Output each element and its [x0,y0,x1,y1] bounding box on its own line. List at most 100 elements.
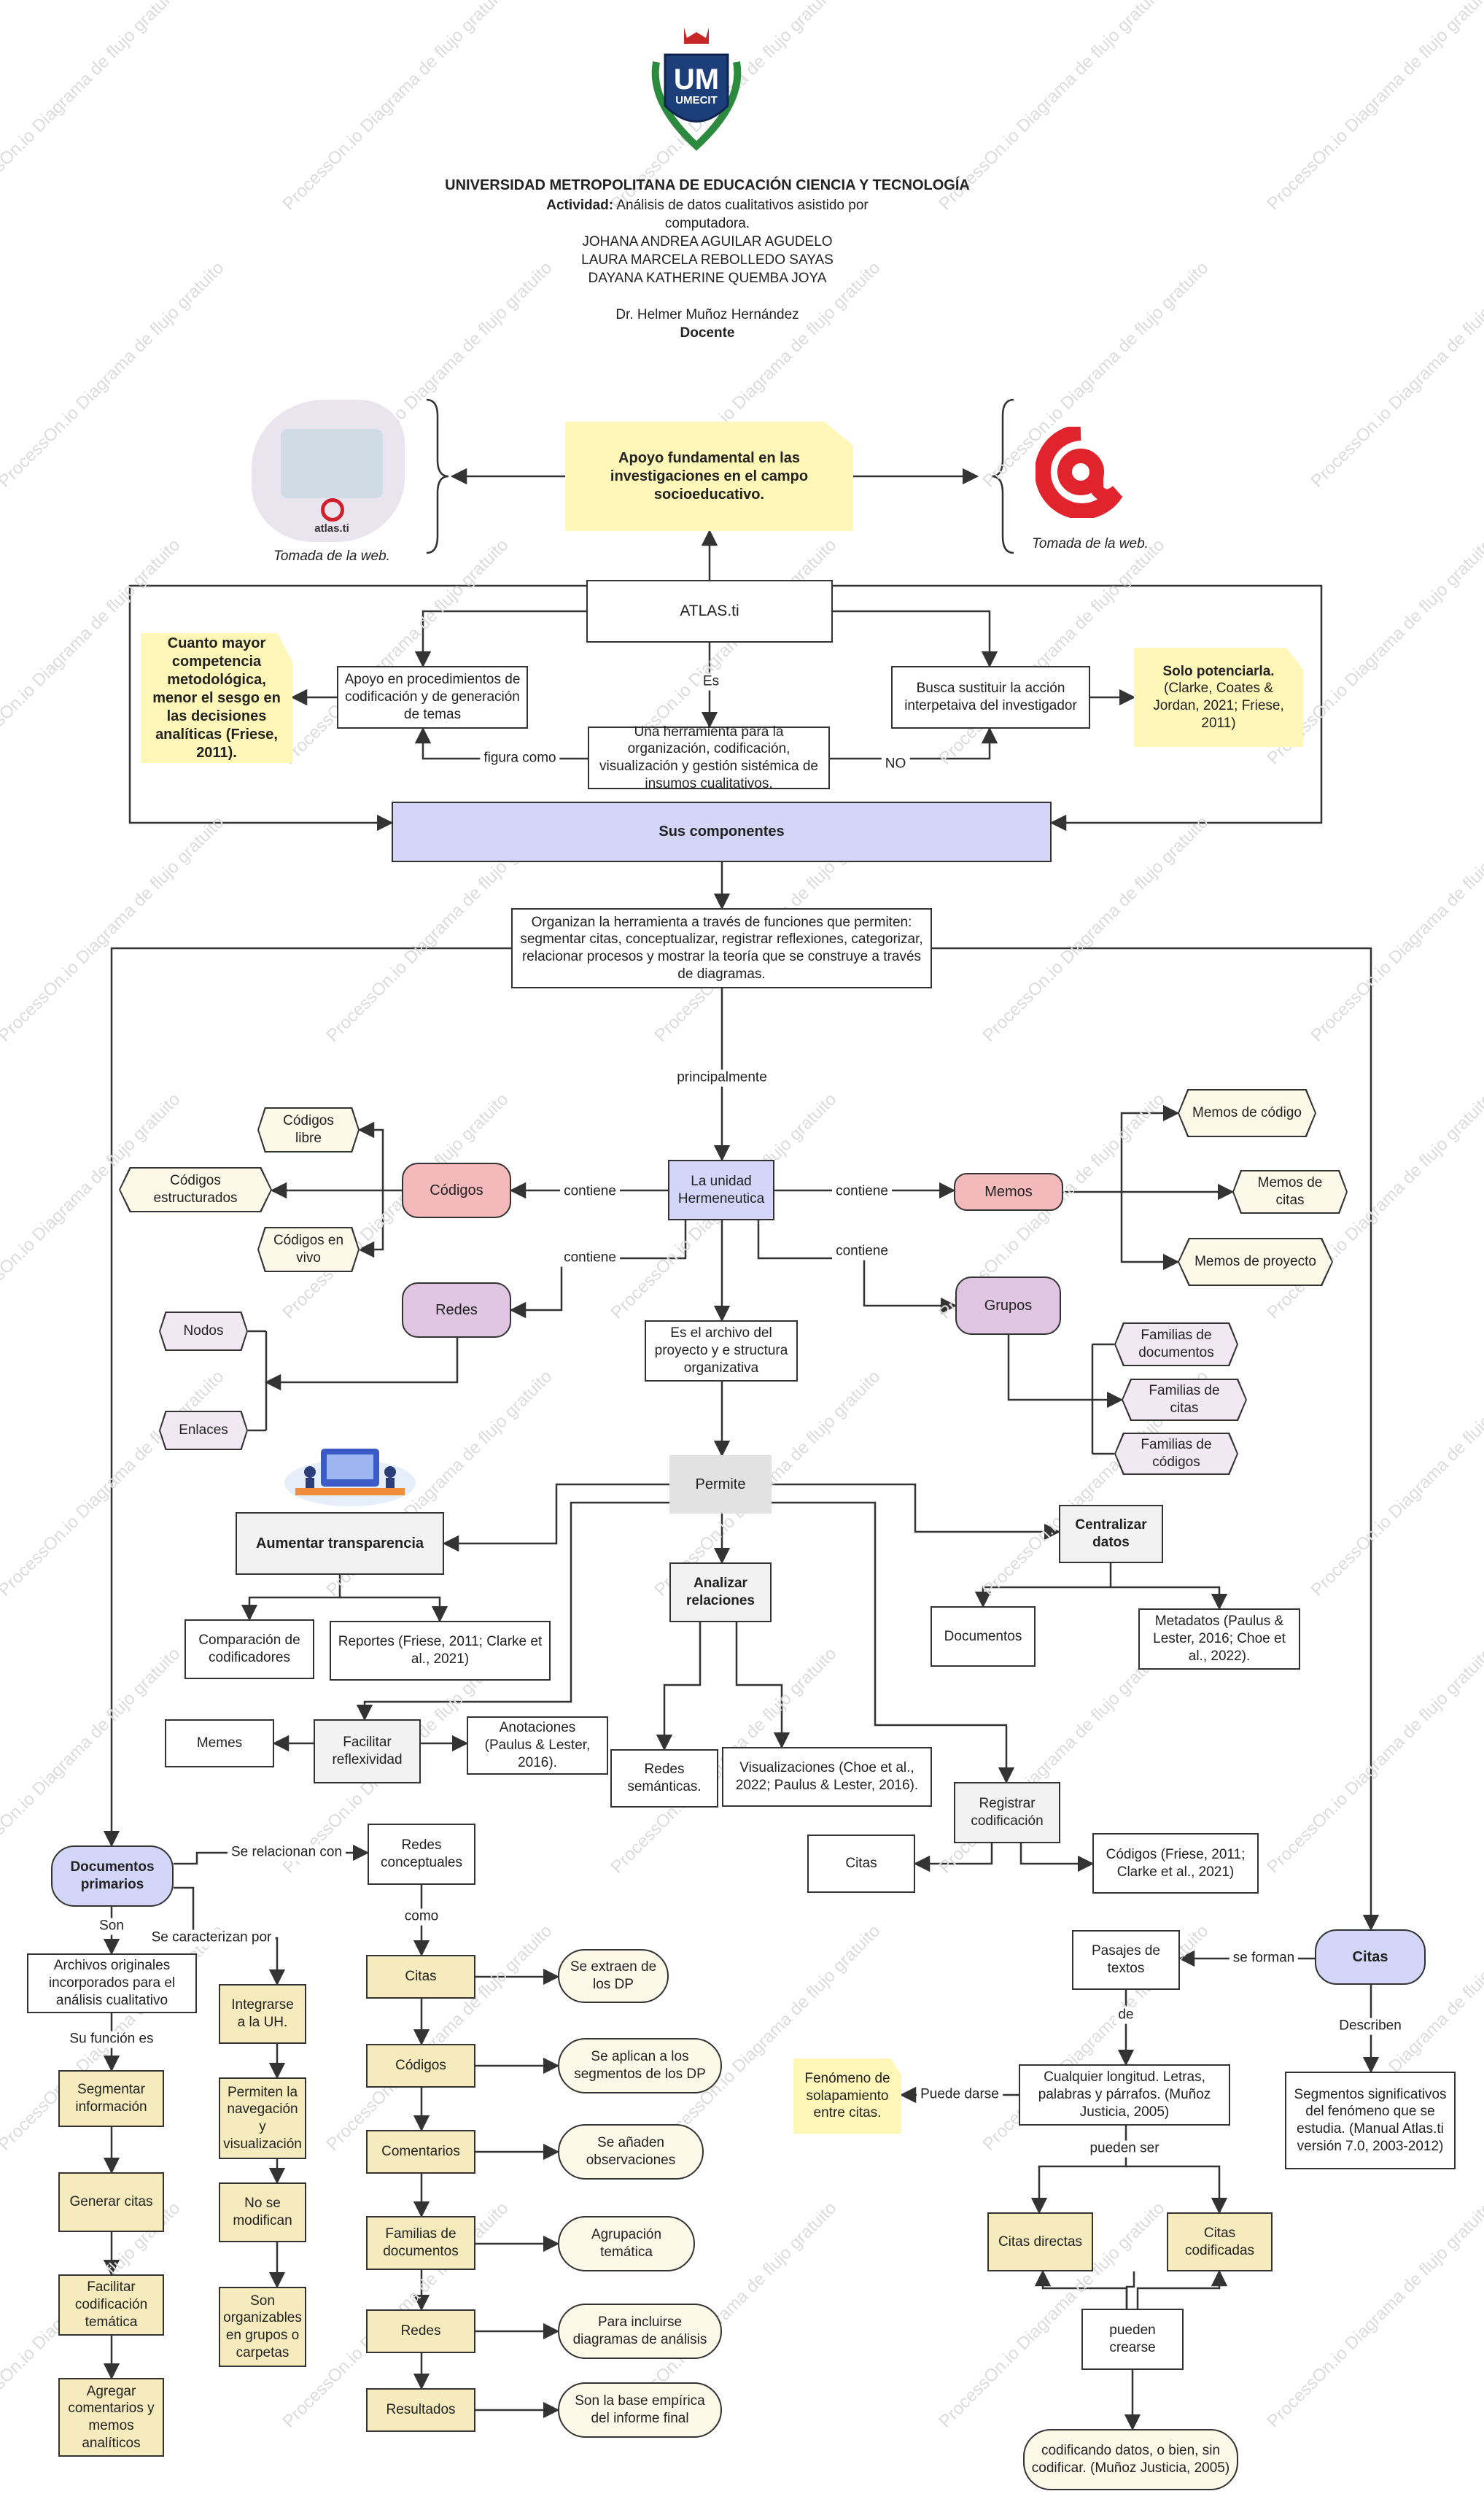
label-figura-como: figura como [480,751,559,767]
node-comparacion: Comparación de codificadores [184,1619,314,1679]
note-cuanto-mayor: Cuanto mayor competencia metodológica, m… [141,633,292,763]
node-integrarse-uh: Integrarse a la UH. [219,1984,306,2044]
activity-text: Análisis de datos cualitativos asistido … [616,198,868,213]
node-permiten-navegacion: Permiten la navegación y visualización [219,2077,306,2159]
node-facilitar-codificacion: Facilitar codificación temática [58,2274,164,2336]
label-se-caracterizan: Se caracterizan por [148,1930,276,1947]
node-generar-citas: Generar citas [58,2172,164,2232]
node-pueden-crearse: pueden crearse [1081,2309,1184,2370]
atlas-logo-text: atlas.ti [303,522,361,535]
note-solo-potenciarla: Solo potenciarla. (Clarke, Coates & Jord… [1134,648,1303,747]
label-es: Es [699,674,723,691]
node-registrar-codificacion: Registrar codificación [954,1782,1060,1843]
label-se-forman: se forman [1229,1951,1298,1967]
node-rc-redes: Redes [366,2309,475,2353]
label-de: de [1114,2007,1137,2024]
node-documentos-primarios: Documentos primarios [51,1845,174,1907]
node-atlas: ATLAS.ti [586,580,833,643]
label-contiene-grupos: contiene [832,1244,892,1260]
node-redes: Redes [402,1282,511,1338]
hex-familias-citas: Familias de citas [1122,1379,1247,1421]
hex-memos-citas: Memos de citas [1232,1170,1348,1214]
left-image-caption: Tomada de la web. [259,549,405,565]
hex-familias-codigos: Familias de códigos [1114,1433,1238,1475]
node-memes: Memes [165,1719,274,1767]
hex-codigos-en-vivo: Códigos en vivo [257,1227,360,1272]
node-analizar-relaciones: Analizar relaciones [669,1562,772,1622]
hex-memos-proyecto: Memos de proyecto [1178,1238,1333,1286]
author-2: LAURA MARCELA REBOLLEDO SAYAS [306,252,1108,268]
node-permite: Permite [669,1455,772,1514]
label-principalmente: principalmente [673,1070,771,1087]
node-agregar-comentarios: Agregar comentarios y memos analíticos [58,2378,164,2457]
node-archivos-originales: Archivos originales incorporados para el… [27,1953,197,2013]
pill-se-anaden: Se añaden observaciones [558,2124,704,2180]
atlas-at-logo-icon [1036,427,1127,518]
university-name: UNIVERSIDAD METROPOLITANA DE EDUCACIÓN C… [306,177,1108,194]
meeting-photo-icon [281,429,383,498]
node-rc-citas: Citas [366,1955,475,1999]
label-como: como [401,1909,442,1926]
node-segmentar-informacion: Segmentar información [58,2070,164,2127]
activity-line: Actividad: Análisis de datos cualitativo… [306,198,1108,214]
node-rc-resultados: Resultados [366,2388,475,2432]
node-unidad-hermeneutica: La unidad Hermeneutica [668,1160,774,1220]
node-citas-directas: Citas directas [987,2212,1093,2271]
atlas-small-logo-icon [321,498,344,522]
node-grupos: Grupos [955,1277,1061,1335]
right-image-caption: Tomada de la web. [1017,536,1163,552]
node-codigos-registro: Códigos (Friese, 2011; Clarke et al., 20… [1092,1833,1259,1894]
hex-enlaces: Enlaces [159,1411,248,1450]
node-organizan: Organizan la herramienta a través de fun… [511,908,932,988]
label-contiene-redes: contiene [560,1250,620,1267]
label-describen: Describen [1335,2018,1405,2035]
node-redes-conceptuales: Redes conceptuales [368,1824,475,1885]
pill-se-aplican: Se aplican a los segmentos de los DP [558,2038,722,2093]
label-su-funcion: Su función es [66,2031,157,2048]
note-apoyo-fundamental: Apoyo fundamental en las investigaciones… [565,422,853,531]
node-citas-registro: Citas [807,1835,915,1893]
teacher-role: Docente [306,325,1108,341]
node-facilitar-reflexividad: Facilitar reflexividad [314,1719,421,1783]
label-no: NO [882,756,910,773]
label-contiene-memos: contiene [832,1184,892,1201]
node-apoyo-procedimientos: Apoyo en procedimientos de codificación … [337,666,528,729]
note-fenomeno: Fenómeno de solapamiento entre citas. [793,2058,901,2134]
teacher-name: Dr. Helmer Muñoz Hernández [306,307,1108,323]
atlas-web-image: atlas.ti [252,400,405,542]
activity-text-2: computadora. [306,216,1108,232]
hex-familias-documentos: Familias de documentos [1114,1322,1238,1366]
hex-codigos-libre: Códigos libre [257,1107,360,1153]
node-centralizar-datos: Centralizar datos [1059,1505,1163,1563]
pill-agrupacion: Agrupación temática [558,2216,695,2271]
hex-nodos: Nodos [159,1312,248,1351]
label-se-relacionan: Se relacionan con [228,1845,346,1862]
node-archivo-proyecto: Es el archivo del proyecto y e structura… [645,1320,798,1382]
node-redes-semanticas: Redes semánticas. [610,1749,718,1808]
node-metadatos: Metadatos (Paulus & Lester, 2016; Choe e… [1138,1608,1300,1670]
node-documentos-c: Documentos [931,1606,1036,1667]
university-logo: UMECIT UM [627,22,766,157]
pill-codificando: codificando datos, o bien, sin codificar… [1023,2429,1238,2490]
node-rc-codigos: Códigos [366,2044,475,2088]
node-cualquier-longitud: Cualquier longitud. Letras, palabras y p… [1019,2064,1230,2126]
pill-son-la-base: Son la base empírica del informe final [558,2382,722,2438]
author-3: DAYANA KATHERINE QUEMBA JOYA [306,271,1108,287]
node-son-organizables: Son organizables en grupos o carpetas [219,2287,306,2367]
node-segmentos: Segmentos significativos del fenómeno qu… [1285,2072,1456,2169]
note-solo-bold: Solo potenciarla. [1162,663,1274,681]
node-sus-componentes: Sus componentes [392,802,1052,862]
label-puede-darse: Puede darse [917,2087,1003,2104]
svg-text:UM: UM [674,63,719,96]
label-son: Son [96,1918,128,1935]
activity-label: Actividad: [546,198,613,213]
node-citas-main: Citas [1315,1929,1426,1985]
hex-codigos-estructurados: Códigos estructurados [119,1167,272,1212]
node-busca-sustituir: Busca sustituir la acción interpetaiva d… [891,666,1090,729]
team-illustration-icon [281,1443,419,1508]
hex-memos-codigo: Memos de código [1178,1089,1316,1137]
node-rc-comentarios: Comentarios [366,2130,475,2174]
node-memos: Memos [954,1173,1063,1211]
node-aumentar-transparencia: Aumentar transparencia [236,1512,444,1575]
node-anotaciones: Anotaciones (Paulus & Lester, 2016). [467,1716,608,1775]
